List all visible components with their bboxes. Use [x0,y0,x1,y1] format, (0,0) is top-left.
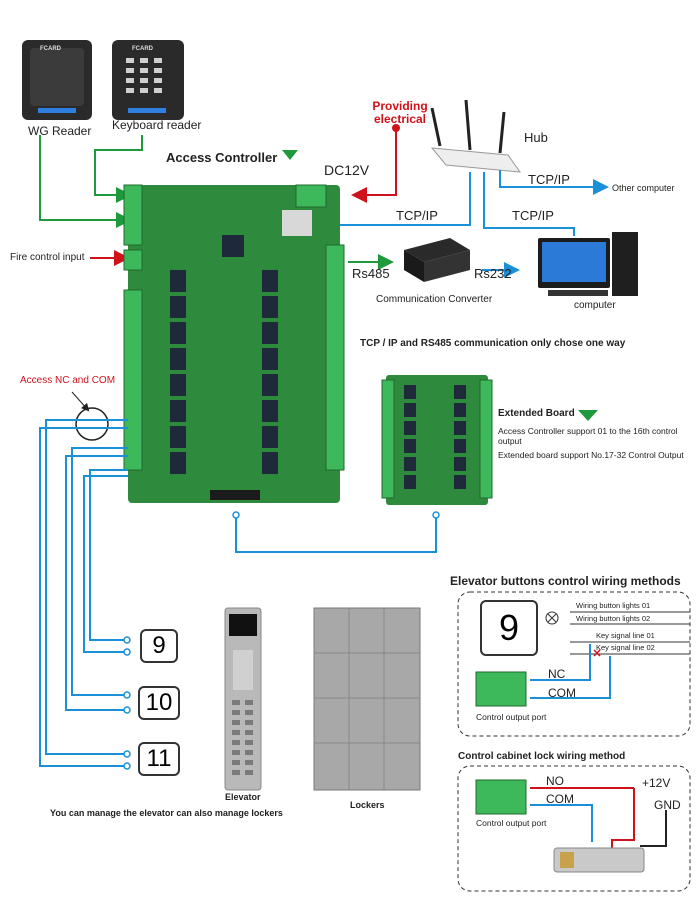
elevator-port-label: Control output port [476,712,547,722]
lock-wires [530,787,667,852]
floor-button-10: 10 [138,686,180,720]
network-wires [340,170,609,278]
lock-com-label: COM [546,792,574,806]
elevator-wiring-lines [570,611,690,655]
elevator-panel [224,607,262,791]
computer-label: computer [574,300,616,311]
keyboard-reader-label: Keyboard reader [112,118,202,132]
wg-reader-label: WG Reader [28,124,92,138]
communication-converter [404,238,470,282]
fire-control-label: Fire control input [10,252,85,263]
floor-wires [39,419,128,767]
floor-button-9: 9 [140,629,178,663]
elevator-terminal-block [475,671,527,707]
rs232-label: Rs232 [474,266,512,281]
power-label: Providing electrical [372,99,428,126]
lights-1-label: Wiring button lights 01 [576,601,651,610]
keyboard-reader-brand: FCARD [132,46,153,52]
controller-title-marker-icon [282,150,298,160]
lock-wiring-box [457,765,691,892]
elevator-label: Elevator [225,792,261,802]
wg-reader-device [22,40,92,120]
other-computer-label: Other computer [612,183,675,193]
lockers-label: Lockers [350,800,385,810]
lights-2-label: Wiring button lights 02 [576,614,651,623]
extended-title: Extended Board [498,408,575,419]
key-2-label: Key signal line 02 [596,643,655,652]
access-controller-board [123,184,345,503]
bottom-note: You can manage the elevator can also man… [50,808,283,818]
power-arrow [351,128,397,203]
tcpip-other-label: TCP/IP [528,172,570,187]
expansion-link-wire [235,517,437,553]
key-1-label: Key signal line 01 [596,631,655,640]
electric-lock [553,847,645,873]
wiring-button-9: 9 [480,600,538,656]
hub-router [430,99,522,173]
keyboard-reader-device [112,40,184,120]
gnd-label: GND [654,798,681,812]
lock-terminal-block [475,779,527,815]
lock-port-label: Control output port [476,818,547,828]
floor-button-11: 11 [138,742,180,776]
com-label: COM [548,686,576,700]
extended-line-1: Access Controller support 01 to the 16th… [498,426,678,446]
tcpip-computer-label: TCP/IP [512,208,554,223]
lock-wiring-title: Control cabinet lock wiring method [458,751,626,762]
dc-label: DC12V [324,162,370,178]
access-nc-label: Access NC and COM [20,375,116,386]
elevator-wiring-box [457,591,691,737]
v12-label: +12V [642,776,671,790]
rs485-label: Rs485 [352,266,390,281]
access-nc-circle [75,407,109,441]
tcpip-controller-label: TCP/IP [396,208,438,223]
key-cut-mark-icon [593,649,601,657]
floor-wire-terminals [123,636,131,770]
wg-reader-brand: FCARD [40,46,61,52]
access-nc-pointer [71,391,90,412]
extended-title-marker-icon [578,410,598,421]
controller-title: Access Controller [166,150,278,165]
elevator-wiring-title: Elevator buttons control wiring methods [450,574,681,588]
extended-board [381,375,493,505]
lock-no-label: NO [546,774,564,788]
elevator-signal-wires [530,644,611,699]
reader-wires [39,135,143,228]
power-source-dot [392,124,400,132]
converter-label: Communication Converter [376,294,493,305]
nc-label: NC [548,667,566,681]
expansion-port-dot [232,511,240,519]
cross-mark-icon [547,613,557,623]
extended-port-dot [432,511,440,519]
one-way-note: TCP / IP and RS485 communication only ch… [360,338,626,349]
lockers-cabinet [313,607,421,791]
hub-label: Hub [524,130,548,145]
extended-line-2: Extended board support No.17-32 Control … [498,450,684,460]
computer-device [538,232,638,296]
